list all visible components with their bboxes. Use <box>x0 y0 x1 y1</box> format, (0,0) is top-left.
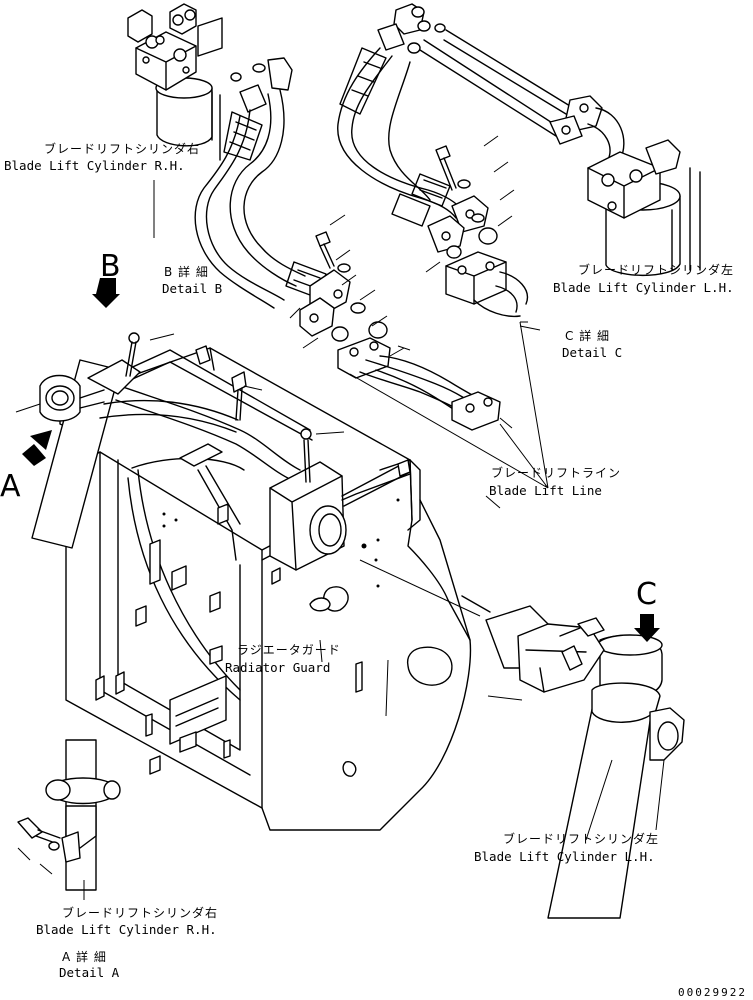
labels: ブレードリフトシリンダ右 Blade Lift Cylinder R.H. B … <box>0 141 747 999</box>
rh-cylinder-head-assembly <box>128 4 387 348</box>
view-a-arrow-head <box>30 430 52 450</box>
drawing-number: 00029922 <box>678 986 747 999</box>
label-lift-rh-top-jp: ブレードリフトシリンダ右 <box>44 141 200 156</box>
view-arrows <box>22 278 660 642</box>
label-lift-lh-bottom-jp: ブレードリフトシリンダ左 <box>503 831 659 846</box>
label-detail-c-jp: C 詳 細 <box>565 328 610 343</box>
view-c-letter: C <box>636 577 657 612</box>
label-detail-b-jp: B 詳 細 <box>164 264 209 279</box>
label-lift-lh-top-jp: ブレードリフトシリンダ左 <box>578 262 734 277</box>
label-detail-c-en: Detail C <box>562 345 622 360</box>
leader-lines <box>16 180 664 900</box>
label-lift-lh-bottom-en: Blade Lift Cylinder L.H. <box>474 849 655 864</box>
label-detail-a-en: Detail A <box>59 965 120 980</box>
label-detail-a-jp: A 詳 細 <box>62 949 107 964</box>
lh-cylinder-head-assembly <box>338 4 700 330</box>
label-lift-rh-bottom-jp: ブレードリフトシリンダ右 <box>62 905 218 920</box>
label-detail-b-en: Detail B <box>162 281 222 296</box>
label-guard-en: Radiator Guard <box>225 660 330 675</box>
view-b-letter: B <box>100 249 121 284</box>
view-a-letter: A <box>0 469 21 504</box>
guard-hoses <box>100 372 410 500</box>
view-c-arrow-head <box>634 628 660 642</box>
label-line-en: Blade Lift Line <box>489 483 602 498</box>
view-c-arrow-shaft <box>640 614 654 628</box>
label-lift-lh-top-en: Blade Lift Cylinder L.H. <box>553 280 734 295</box>
view-b-arrow-shaft <box>96 278 116 294</box>
label-lift-rh-bottom-en: Blade Lift Cylinder R.H. <box>36 922 217 937</box>
radiator-guard <box>60 346 470 830</box>
label-guard-jp: ラジエータガード <box>237 643 341 657</box>
detail-a-assembly <box>18 740 120 890</box>
label-line-jp: ブレードリフトライン <box>491 465 621 480</box>
view-b-arrow-head <box>92 294 120 308</box>
lh-cylinder-lower <box>462 596 684 918</box>
view-a-arrow-shaft <box>22 444 46 466</box>
label-lift-rh-top-en: Blade Lift Cylinder R.H. <box>4 158 185 173</box>
blade-lift-line-tubes <box>338 338 512 430</box>
rh-cylinder-lower <box>32 333 140 548</box>
